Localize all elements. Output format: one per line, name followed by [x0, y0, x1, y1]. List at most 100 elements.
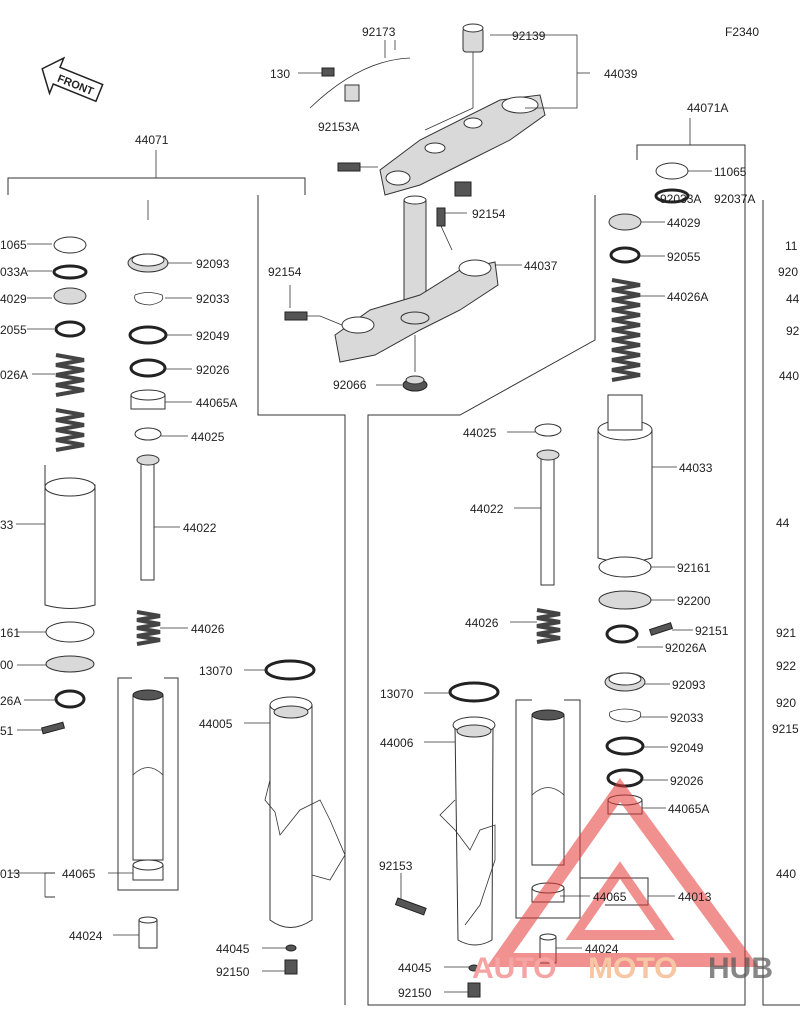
label-92153A: 92153A — [318, 120, 359, 134]
left-fork-frame — [7, 150, 346, 1005]
label-left-92151: 51 — [0, 724, 14, 738]
label-edge-7: 921 — [776, 626, 796, 640]
label-92093: 92093 — [196, 257, 230, 271]
label-92200-right: 92200 — [677, 594, 711, 608]
label-44039: 44039 — [604, 67, 638, 81]
label-edge-10: 9215 — [772, 722, 799, 736]
label-92173: 92173 — [362, 25, 396, 39]
label-44026: 44026 — [191, 622, 225, 636]
watermark-text-a: AUTO — [472, 952, 556, 985]
label-44026-right: 44026 — [465, 616, 499, 630]
label-left-44029: 4029 — [0, 292, 27, 306]
cap-92139 — [462, 23, 484, 53]
label-44025: 44025 — [191, 430, 225, 444]
label-edge-3: 44 — [786, 292, 800, 306]
cartridge-frame-right — [515, 699, 581, 919]
label-44045-right: 44045 — [398, 961, 432, 975]
label-left-92200: 00 — [0, 658, 14, 672]
figure-code: F2340 — [725, 25, 759, 39]
label-11065-right: 11065 — [714, 165, 747, 179]
steering-stem-44037 — [334, 195, 499, 363]
label-left-92161: 161 — [0, 626, 20, 640]
label-left-11065: 1065 — [0, 238, 27, 252]
label-92037A-right: 92037A — [714, 192, 755, 206]
nut-stem-top — [454, 181, 472, 197]
bolt-92154-lower — [284, 311, 308, 321]
label-13070-right: 13070 — [380, 687, 414, 701]
label-left-92033A: 033A — [0, 265, 28, 279]
label-edge-9: 920 — [776, 696, 796, 710]
label-13070-left: 13070 — [199, 664, 233, 678]
label-92151-right: 92151 — [695, 624, 729, 638]
label-44065: 44065 — [62, 867, 96, 881]
outer-tube-44005 — [264, 659, 346, 975]
label-92026-right: 92026 — [670, 774, 704, 788]
label-92150-right: 92150 — [398, 986, 432, 1000]
label-left-92055: 2055 — [0, 323, 27, 337]
label-92139: 92139 — [512, 29, 546, 43]
label-44029-right: 44029 — [667, 216, 701, 230]
label-left-44013: 013 — [0, 867, 20, 881]
label-44024: 44024 — [69, 929, 103, 943]
label-92153: 92153 — [379, 859, 413, 873]
label-92049: 92049 — [196, 329, 230, 343]
label-edge-5: 440 — [779, 369, 799, 383]
label-edge-2: 920 — [778, 265, 798, 279]
label-44071A: 44071A — [687, 101, 728, 115]
cartridge-right — [531, 709, 565, 964]
watermark-text-c: HUB — [708, 952, 773, 985]
cartridge-frame-left — [117, 677, 179, 891]
label-92033A-right: 92033A — [660, 192, 701, 206]
front-arrow-icon: FRONT — [41, 56, 104, 103]
label-edge-8: 922 — [776, 659, 796, 673]
label-92093-right: 92093 — [672, 678, 706, 692]
label-92049-right: 92049 — [670, 741, 704, 755]
label-44071: 44071 — [135, 133, 169, 147]
upper-bracket-44039 — [379, 94, 546, 196]
label-92161-right: 92161 — [677, 561, 711, 575]
left-column-parts — [40, 236, 96, 735]
label-left-92026A: 26A — [0, 694, 21, 708]
label-left-44026A: 026A — [0, 368, 28, 382]
label-92150-left: 92150 — [216, 965, 250, 979]
nut-92066 — [402, 375, 428, 392]
label-44022-right: 44022 — [470, 502, 504, 516]
label-44065A: 44065A — [196, 396, 237, 410]
label-44033-right: 44033 — [679, 461, 713, 475]
label-92154-upper: 92154 — [472, 207, 506, 221]
label-92026: 92026 — [196, 363, 230, 377]
bolt-92154-upper — [436, 207, 446, 227]
right-fork-frame — [367, 118, 800, 1006]
watermark-logo — [486, 778, 759, 967]
label-44026A-right: 44026A — [667, 290, 708, 304]
label-44065A-right: 44065A — [668, 802, 709, 816]
label-92026A-right: 92026A — [665, 641, 706, 655]
label-92066: 92066 — [333, 378, 367, 392]
label-44045-left: 44045 — [216, 942, 250, 956]
label-130: 130 — [270, 67, 290, 81]
label-92033: 92033 — [196, 292, 230, 306]
middle-left-column-parts — [127, 253, 169, 949]
bolt-92153A — [337, 162, 361, 172]
label-edge-6: 44 — [776, 516, 790, 530]
label-44025-right: 44025 — [463, 426, 497, 440]
label-92055-right: 92055 — [667, 250, 701, 264]
outer-tube-44006 — [394, 423, 562, 998]
bolt-130 — [321, 67, 335, 77]
cable-92173 — [309, 57, 411, 109]
label-44024-right: 44024 — [585, 942, 619, 956]
label-44013-right: 44013 — [678, 890, 712, 904]
watermark-text-b: MOTO — [588, 952, 677, 985]
label-44065-right: 44065 — [593, 890, 627, 904]
label-92033-right: 92033 — [670, 711, 704, 725]
label-44005: 44005 — [199, 717, 233, 731]
label-44006: 44006 — [380, 736, 414, 750]
label-44022: 44022 — [183, 521, 217, 535]
label-edge-4: 92 — [786, 324, 800, 338]
label-44037: 44037 — [524, 259, 558, 273]
label-edge-11: 440 — [776, 867, 796, 881]
label-left-44033: 33 — [0, 518, 14, 532]
label-92154-lower: 92154 — [268, 265, 302, 279]
part-labels: 92173 130 92139 44039 92153A 92154 92154… — [0, 25, 800, 1000]
